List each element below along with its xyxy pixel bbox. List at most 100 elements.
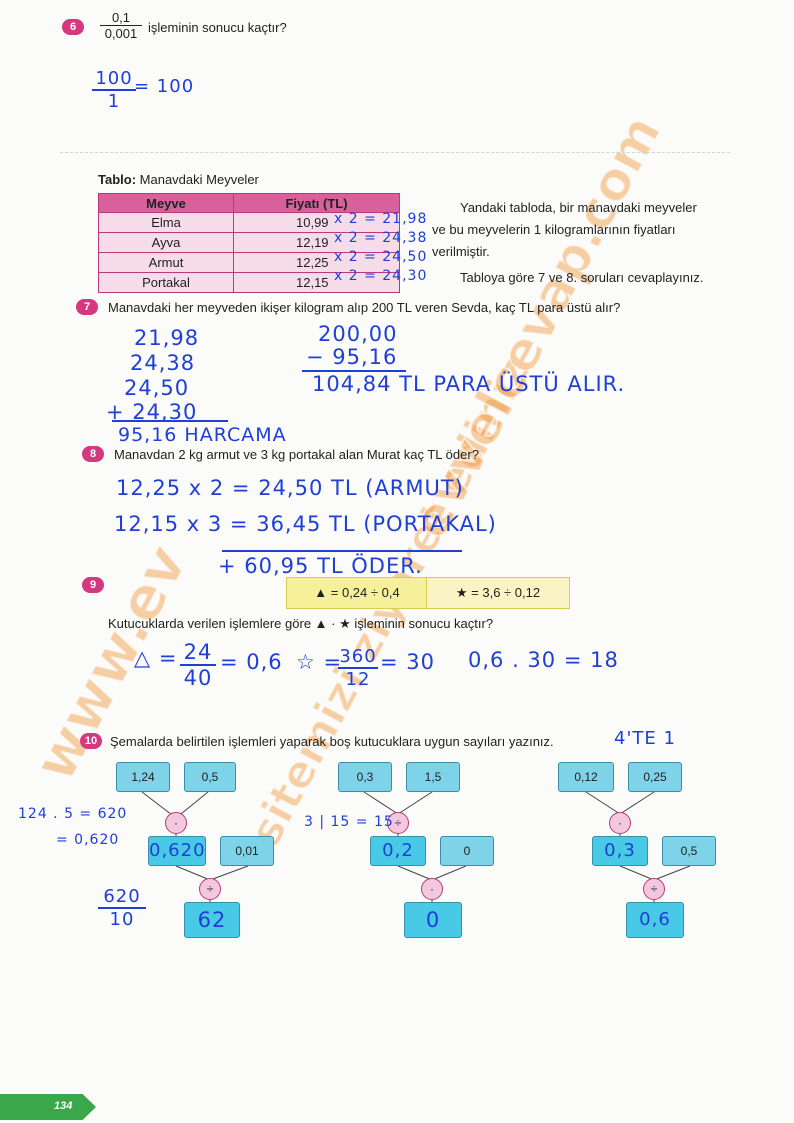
d3-box-mid: 0,3 bbox=[592, 836, 648, 866]
q10-hw-note: 4'TE 1 bbox=[614, 728, 676, 749]
table-cell-fruit: Ayva bbox=[98, 232, 234, 253]
d3-box-a: 0,12 bbox=[558, 762, 614, 792]
q7-hw-sub-line: − 95,16 bbox=[306, 345, 398, 369]
q7-hw-sub-line: 200,00 bbox=[318, 322, 398, 346]
d3-operator-divide: ÷ bbox=[643, 878, 665, 900]
table-cell-price: 12,15 bbox=[233, 272, 400, 293]
table-cell-price: 12,19 bbox=[233, 232, 400, 253]
d1-operator-divide: ÷ bbox=[199, 878, 221, 900]
table-cell-fruit: Elma bbox=[98, 212, 234, 233]
q6-question-text: işleminin sonucu kaçtır? bbox=[148, 20, 287, 35]
q6-fraction: 0,1 0,001 bbox=[100, 10, 142, 41]
q7-question-text: Manavdaki her meyveden ikişer kilogram a… bbox=[108, 300, 621, 315]
table-title: Tablo: Manavdaki Meyveler bbox=[98, 172, 259, 187]
table-side-text: Yandaki tabloda, bir manavdaki meyveler bbox=[460, 200, 697, 215]
q9-triangle-expression: ▲ = 0,24 ÷ 0,4 bbox=[314, 585, 400, 600]
d2-box-a: 0,3 bbox=[338, 762, 392, 792]
q9-hw-star: ☆ = bbox=[296, 650, 343, 674]
d3-box-b: 0,25 bbox=[628, 762, 682, 792]
d1-hw-mid: 0,620 bbox=[149, 840, 206, 861]
table-side-text: ve bu meyvelerin 1 kilogramlarının fiyat… bbox=[432, 222, 676, 237]
d2-box-b: 1,5 bbox=[406, 762, 460, 792]
q9-hw-triangle-den: 40 bbox=[183, 666, 213, 690]
d1-box-b: 0,5 bbox=[184, 762, 236, 792]
d2-box-c: 0 bbox=[440, 836, 494, 866]
d2-box-result: 0 bbox=[404, 902, 462, 938]
d1-hw-result: 62 bbox=[197, 908, 227, 932]
table-side-text: Tabloya göre 7 ve 8. soruları cevaplayın… bbox=[460, 270, 704, 285]
q6-hw-denominator: 1 bbox=[107, 91, 121, 112]
q7-hw-add-line: 24,38 bbox=[130, 351, 196, 375]
section-divider bbox=[60, 152, 730, 153]
q6-fraction-numerator: 0,1 bbox=[100, 10, 142, 26]
q7-hw-add-line: 24,50 bbox=[124, 376, 190, 400]
q9-expression-box-triangle: ▲ = 0,24 ÷ 0,4 bbox=[286, 577, 428, 609]
d3-box-c: 0,5 bbox=[662, 836, 716, 866]
q9-hw-star-den: 12 bbox=[345, 669, 371, 690]
page-number: 134 bbox=[54, 1100, 73, 1112]
q8-hw-line: 12,25 x 2 = 24,50 TL (ARMUT) bbox=[116, 476, 464, 500]
q9-hw-triangle-num: 24 bbox=[180, 640, 216, 666]
d3-hw-mid: 0,3 bbox=[604, 840, 636, 861]
table-hw-armut: x 2 = 24,50 bbox=[334, 249, 428, 265]
q8-hw-line: 12,15 x 3 = 36,45 TL (PORTAKAL) bbox=[114, 512, 497, 536]
q7-hw-add-total: 95,16 HARCAMA bbox=[118, 424, 287, 446]
q7-hw-sub-rule bbox=[302, 370, 406, 372]
q10-hw-side-fraction: 620 10 bbox=[98, 886, 146, 930]
table-side-text: verilmiştir. bbox=[432, 244, 490, 259]
question-number-7: 7 bbox=[76, 299, 98, 315]
q9-hw-star-result: = 30 bbox=[380, 650, 435, 674]
d1-box-a: 1,24 bbox=[116, 762, 170, 792]
q10-hw-side-num: 620 bbox=[98, 886, 146, 909]
table-hw-elma: x 2 = 21,98 bbox=[334, 211, 428, 227]
q8-hw-rule bbox=[222, 550, 462, 552]
q9-hw-triangle-result: = 0,6 bbox=[220, 650, 283, 674]
question-number-10: 10 bbox=[80, 733, 102, 749]
page-number-tab: 134 bbox=[0, 1094, 96, 1120]
table-cell-fruit: Portakal bbox=[98, 272, 234, 293]
q10-hw-side: 124 . 5 = 620 bbox=[18, 806, 128, 822]
d1-box-result: 62 bbox=[184, 902, 240, 938]
table-hw-ayva: x 2 = 24,38 bbox=[334, 230, 428, 246]
q6-fraction-denominator: 0,001 bbox=[104, 26, 138, 41]
table-hw-portakal: x 2 = 24,30 bbox=[334, 268, 428, 284]
d2-hw-result: 0 bbox=[425, 908, 441, 932]
q7-hw-add-line: 21,98 bbox=[134, 326, 200, 350]
d2-box-mid: 0,2 bbox=[370, 836, 426, 866]
d3-hw-result: 0,6 bbox=[639, 909, 671, 930]
q9-hw-final: 0,6 . 30 = 18 bbox=[468, 648, 619, 672]
question-number-6: 6 bbox=[62, 19, 84, 35]
q9-star-expression: ★ = 3,6 ÷ 0,12 bbox=[455, 585, 541, 600]
table-header-fruit: Meyve bbox=[98, 193, 234, 213]
q9-hw-star-num: 360 bbox=[338, 646, 378, 669]
q6-hw-fraction: 100 1 bbox=[92, 68, 136, 112]
q10-hw-side-den: 10 bbox=[109, 909, 135, 930]
d2-operator-multiply: · bbox=[421, 878, 443, 900]
q6-hw-numerator: 100 bbox=[92, 68, 136, 91]
table-header-price: Fiyatı (TL) bbox=[233, 193, 400, 213]
d2-operator-divide: ÷ bbox=[387, 812, 409, 834]
q9-hw-triangle: △ = bbox=[134, 646, 178, 670]
q9-hw-triangle-fraction: 24 40 bbox=[180, 640, 216, 690]
q9-question-text: Kutucuklarda verilen işlemlere göre ▲ · … bbox=[108, 616, 494, 631]
d3-box-result: 0,6 bbox=[626, 902, 684, 938]
q8-question-text: Manavdan 2 kg armut ve 3 kg portakal ala… bbox=[114, 447, 479, 462]
q9-expression-box-star: ★ = 3,6 ÷ 0,12 bbox=[426, 577, 570, 609]
fruit-price-table: Meyve Fiyatı (TL) Elma 10,99 Ayva 12,19 … bbox=[98, 193, 400, 293]
d3-operator-multiply: · bbox=[609, 812, 631, 834]
q9-hw-star-fraction: 360 12 bbox=[338, 646, 378, 690]
q7-hw-sub-result: 104,84 TL PARA ÜSTÜ ALIR. bbox=[312, 372, 626, 396]
question-number-9: 9 bbox=[82, 577, 104, 593]
table-title-rest: Manavdaki Meyveler bbox=[139, 172, 259, 187]
table-title-bold: Tablo: bbox=[98, 172, 137, 187]
q10-hw-side: = 0,620 bbox=[56, 832, 120, 848]
q10-question-text: Şemalarda belirtilen işlemleri yaparak b… bbox=[110, 734, 554, 749]
d1-box-c: 0,01 bbox=[220, 836, 274, 866]
question-number-8: 8 bbox=[82, 446, 104, 462]
q8-hw-line: + 60,95 TL ÖDER. bbox=[218, 554, 423, 578]
table-cell-fruit: Armut bbox=[98, 252, 234, 273]
d2-hw-mid: 0,2 bbox=[382, 840, 414, 861]
q6-hw-result: = 100 bbox=[134, 76, 195, 97]
d1-operator-multiply: · bbox=[165, 812, 187, 834]
q10-hw-d2-calc: 3 | 15 = 15 bbox=[304, 814, 394, 830]
